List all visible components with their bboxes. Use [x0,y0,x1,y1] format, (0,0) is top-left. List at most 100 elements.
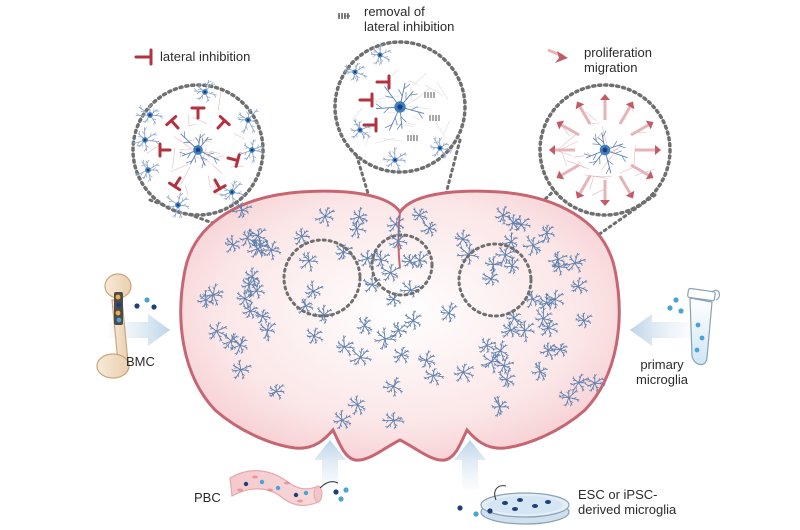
arrow-icon [618,175,635,199]
inhibition-bar-icon [134,48,153,66]
microglia-cell [540,319,559,338]
microglia-cell [495,246,516,265]
microglia-cell [505,214,523,232]
microglia-cell [135,103,163,126]
microglia-cell [237,108,259,134]
microglia-cell [219,180,246,206]
microglia-cell [503,256,520,275]
blood-vessel-icon [229,470,349,506]
microglia-cell [202,283,224,306]
microglia-cell [485,255,503,273]
infusion-arrow-bottom-right [454,440,486,490]
microglia-cell [547,251,568,268]
arrow-icon [556,163,580,180]
microglia-cell [575,312,593,329]
brain-zoom-regions [282,233,533,318]
microglia-cell [404,310,422,330]
microglia-cell [388,230,408,251]
microglia-cell [349,348,372,366]
microglia-cell [239,228,257,249]
inhibition-bar-icon [213,178,227,194]
inhibition-bar-icon [158,142,172,158]
microglia-cell [298,251,319,272]
source-primary-label-line1: primary [640,357,684,372]
microglia-cell [513,320,535,343]
microglia-cell [134,159,160,182]
inhibition-bar-icon [216,115,231,130]
microglia-cell [390,321,407,339]
microglia-cell [454,229,471,247]
microglia-cell [558,389,580,407]
microglia-cell [370,43,392,66]
microglia-cell [196,289,215,309]
arrow-icon [600,180,610,206]
microglia-cell [569,373,589,392]
arrow-icon [549,145,575,155]
arrow-icon [556,120,580,137]
infusion-arrow-right [630,314,692,346]
microglia-cell [375,82,425,131]
microglia-cell [240,275,259,297]
microglia-cell [251,237,270,255]
microglia-cell [551,258,569,276]
microglia-cell [429,136,452,159]
bone-icon [96,273,157,379]
arrow-icon [630,163,654,180]
microglia-cell [350,118,372,140]
test-tube-icon [667,287,721,366]
microglia-cell [374,327,397,351]
microglia-cell [357,249,377,268]
microglia-cell [242,302,259,320]
region-removal [370,233,434,297]
microglia-cell [347,395,366,416]
microglia-cell [478,337,497,354]
microglia-cell [539,342,556,360]
dashed-inhibition-icon [338,13,351,19]
arrow-icon [630,120,654,137]
inhibition-bar-icon [168,176,182,192]
microglia-cell [382,376,403,397]
inhibition-bar-icon [375,74,391,90]
inhibition-bar-icon [226,153,241,168]
microglia-cell [259,322,277,342]
microglia-cell [563,252,587,273]
microglia-cell [570,277,588,295]
microglia-cell [491,395,510,417]
zoom-bubble-proliferation [538,83,672,217]
microglia-cell [423,368,445,386]
removed-inhibition-icon [424,92,435,98]
microglia-cell [166,192,190,219]
arrow-icon [635,145,661,155]
source-bmc-label: BMC [126,354,155,369]
source-esc-label-line1: ESC or iPSC- [578,487,658,502]
inhibition-bar-icon [358,92,374,108]
region-proliferation [457,242,533,318]
arrow-icon [575,101,592,125]
legend-proliferation-label: proliferation [584,45,652,60]
removed-inhibition-icon [407,135,418,141]
arrow-icon [547,48,568,63]
microglia-cell [493,356,515,375]
legend-removal-label-line2: lateral inhibition [364,19,455,34]
legend-migration-label: migration [584,60,638,75]
microglia-cell [409,251,429,269]
infusion-arrow-bottom-left [314,440,346,490]
microglia-cell [393,346,410,364]
zoom-bubble-lateral-inhibition [131,79,265,219]
microglia-cell [500,320,521,338]
arrow-icon [575,175,592,199]
microglia-cell [417,350,436,369]
microglia-cell [531,361,548,381]
microglia-cell [224,234,241,253]
inhibition-bar-icon [165,115,180,130]
microglia-cell [349,220,367,239]
microglia-cell [221,333,239,351]
arrow-icon [600,94,610,120]
microglia-cell [335,244,354,261]
microglia-cell [193,79,217,103]
legend-removal-label-line1: removal of [364,4,425,19]
microglia-cell [131,127,160,152]
microglia-cell [440,302,458,323]
microglia-cell [583,130,628,174]
microglia-cell [247,282,265,300]
